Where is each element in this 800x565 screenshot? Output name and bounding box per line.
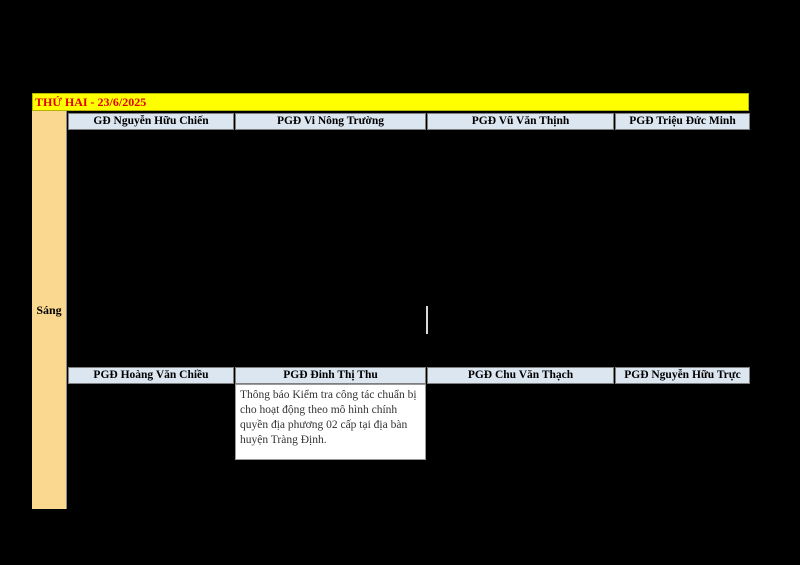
leader-header-8: PGĐ Nguyễn Hữu Trực	[615, 367, 750, 384]
session-label-morning: Sáng	[32, 111, 67, 509]
schedule-note-cell: Thông báo Kiểm tra công tác chuẩn bị cho…	[235, 384, 426, 460]
leader-header-7: PGĐ Chu Văn Thạch	[427, 367, 614, 384]
leader-header-5: PGĐ Hoàng Văn Chiều	[68, 367, 234, 384]
leader-header-4: PGĐ Triệu Đức Minh	[615, 113, 750, 130]
day-title-bar: THỨ HAI - 23/6/2025	[32, 93, 749, 111]
leader-header-1: GĐ Nguyễn Hữu Chiến	[68, 113, 234, 130]
cell-divider-mark	[426, 306, 428, 334]
leader-header-3: PGĐ Vũ Văn Thịnh	[427, 113, 614, 130]
leader-header-6: PGĐ Đinh Thị Thu	[235, 367, 426, 384]
leader-header-2: PGĐ Vi Nông Trường	[235, 113, 426, 130]
